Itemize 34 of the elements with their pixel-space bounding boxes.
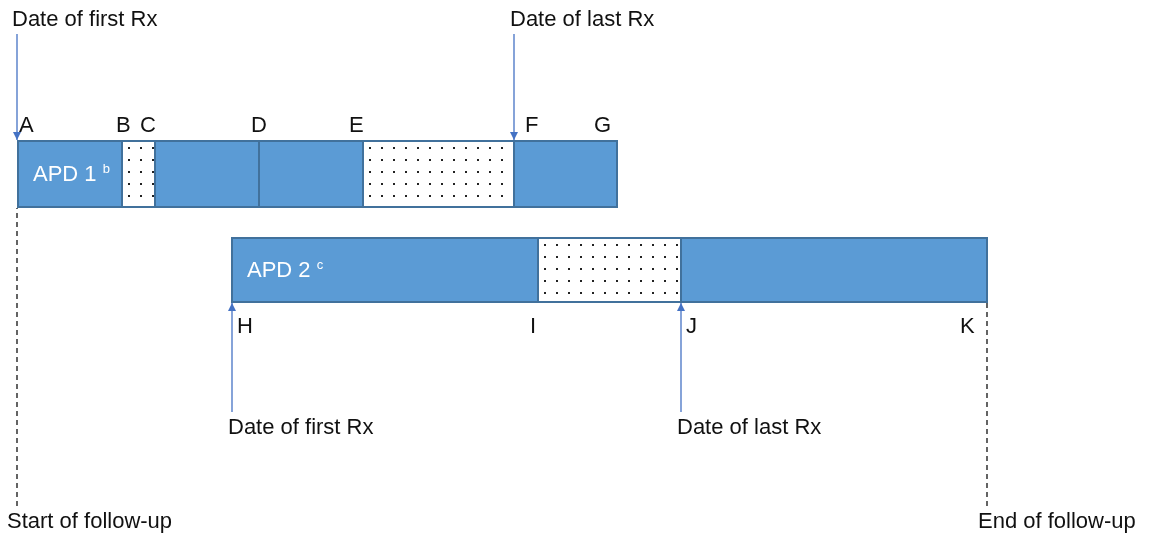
annotation-text: Start of follow-up <box>7 508 173 534</box>
dotted-bar-segment <box>121 140 156 208</box>
bar-label: APD 2 $^{c}$ <box>247 256 324 284</box>
point-letter: F <box>525 112 539 138</box>
point-letter: I <box>530 313 537 339</box>
arrow <box>510 33 518 141</box>
annotation-text: Date of first Rx <box>12 6 158 32</box>
point-letter: A <box>19 112 34 138</box>
leader-line <box>986 302 988 507</box>
arrow <box>677 302 685 413</box>
annotation-text: End of follow-up <box>978 508 1136 534</box>
point-letter: E <box>349 112 364 138</box>
point-letter: G <box>594 112 612 138</box>
point-letter: K <box>960 313 975 339</box>
point-letter: B <box>116 112 131 138</box>
bar-label: APD 1 $^{b}$ <box>33 160 110 188</box>
arrow <box>13 33 21 141</box>
bar-segment <box>17 140 123 208</box>
point-letter: J <box>686 313 697 339</box>
dotted-bar-segment <box>362 140 515 208</box>
bar-segment <box>680 237 988 303</box>
annotation-text: Date of last Rx <box>510 6 655 32</box>
annotation-text: Date of first Rx <box>228 414 374 440</box>
annotation-text: Date of last Rx <box>677 414 822 440</box>
point-letter: H <box>237 313 253 339</box>
dotted-bar-segment <box>537 237 682 303</box>
bar-segment <box>154 140 260 208</box>
bar-segment <box>258 140 364 208</box>
point-letter: C <box>140 112 156 138</box>
bar-segment <box>513 140 618 208</box>
arrow <box>228 302 236 413</box>
leader-line <box>16 207 18 507</box>
point-letter: D <box>251 112 267 138</box>
bar-segment <box>231 237 539 303</box>
